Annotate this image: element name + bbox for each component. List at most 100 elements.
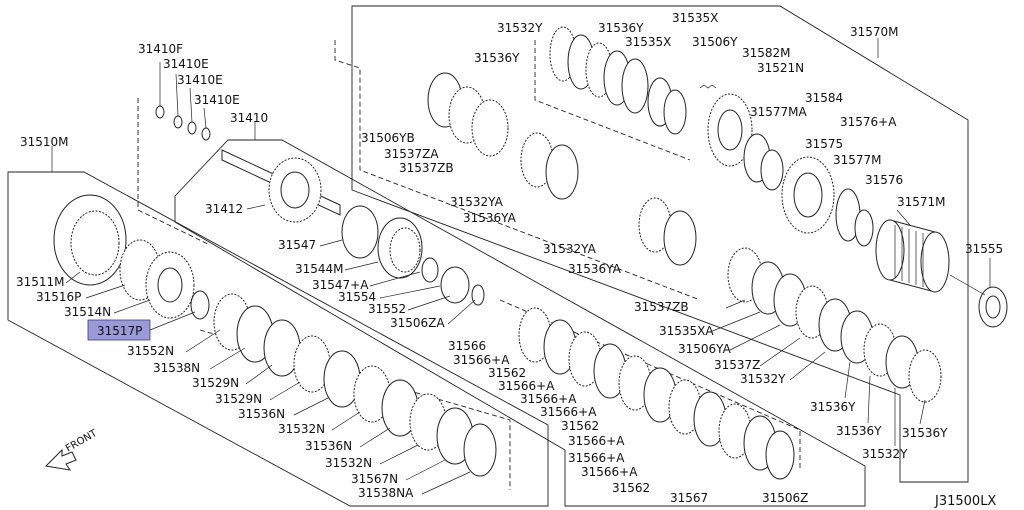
label-31506y: 31506Y <box>692 35 738 49</box>
label-31538n: 31538N <box>153 361 200 375</box>
label-31537z: 31537Z <box>714 358 760 372</box>
label-31566a-c: 31566+A <box>520 392 577 406</box>
diagram-code: J31500LX <box>934 494 996 509</box>
label-31532y-c: 31532Y <box>862 447 908 461</box>
label-31536y-d: 31536Y <box>836 424 882 438</box>
label-31529n-a: 31529N <box>192 376 239 390</box>
dash-31532y-group <box>534 40 691 161</box>
label-31412: 31412 <box>205 202 243 216</box>
label-31584: 31584 <box>805 91 843 105</box>
dash-31566-group <box>499 299 801 470</box>
drum-31511m <box>53 194 127 286</box>
frame-31510m <box>7 171 549 507</box>
label-31536y-b: 31536Y <box>474 51 520 65</box>
spring-31521n <box>699 84 717 89</box>
label-31506ya: 31506YA <box>678 342 732 356</box>
label-31410: 31410 <box>230 111 268 125</box>
label-31535x: 31535X <box>672 11 718 25</box>
label-31532y-a: 31532Y <box>497 21 543 35</box>
label-31532ya-a: 31532YA <box>450 195 504 209</box>
small-parts-31410e <box>155 62 211 141</box>
drum-31544m <box>377 217 423 279</box>
label-31554: 31554 <box>338 290 376 304</box>
label-31506yb: 31506YB <box>361 131 415 145</box>
label-31566a-f: 31566+A <box>568 451 625 465</box>
label-31538na: 31538NA <box>358 486 414 500</box>
label-31567n: 31567N <box>351 472 398 486</box>
dash-31410-group <box>137 98 211 246</box>
label-31506za: 31506ZA <box>390 316 445 330</box>
piston-31584 <box>707 93 753 167</box>
label-31537za: 31537ZA <box>384 147 439 161</box>
label-31514n: 31514N <box>64 305 111 319</box>
label-31552n: 31552N <box>127 344 174 358</box>
shaft-31412 <box>221 149 341 223</box>
plates-31566 <box>518 307 795 480</box>
label-31532n-a: 31532N <box>278 422 325 436</box>
seal-31547 <box>341 205 379 259</box>
label-31517p: 31517P <box>97 324 142 338</box>
label-31555: 31555 <box>965 242 1003 256</box>
label-31566-a: 31566 <box>448 339 486 353</box>
label-31576a-a: 31576+A <box>840 115 897 129</box>
label-31536ya-a: 31536YA <box>463 211 517 225</box>
label-31532ya-b: 31532YA <box>543 242 597 256</box>
clutch-plates-31532y <box>549 26 649 114</box>
front-label: FRONT <box>64 428 100 455</box>
label-31536n-b: 31536N <box>305 439 352 453</box>
label-31536n-a: 31536N <box>238 407 285 421</box>
label-31410e-a: 31410E <box>163 57 209 71</box>
label-31547: 31547 <box>278 238 316 252</box>
label-31510m: 31510M <box>20 135 69 149</box>
label-31537zb-a: 31537ZB <box>399 161 454 175</box>
label-31577m: 31577M <box>833 153 882 167</box>
leader-lines <box>51 38 991 495</box>
label-31536ya-b: 31536YA <box>568 262 622 276</box>
label-31410e-c: 31410E <box>194 93 240 107</box>
frame-31570m <box>351 5 969 483</box>
label-31577ma: 31577MA <box>750 105 808 119</box>
label-31537zb-b: 31537ZB <box>634 300 689 314</box>
label-31576: 31576 <box>865 173 903 187</box>
label-31410f: 31410F <box>138 42 183 56</box>
frame-31410 <box>174 139 866 507</box>
label-31570m: 31570M <box>850 25 899 39</box>
hub-31514n <box>145 251 195 319</box>
ring-31577m <box>835 188 874 247</box>
label-31544m: 31544M <box>295 262 344 276</box>
ring-31577ma <box>743 133 784 191</box>
label-31552: 31552 <box>368 302 406 316</box>
label-31535x-b: 31535X <box>625 35 671 49</box>
label-31529n-b: 31529N <box>215 392 262 406</box>
bearing-31555 <box>978 286 1008 328</box>
label-31536y-c: 31536Y <box>810 400 856 414</box>
drum-31575 <box>781 156 835 234</box>
plates-31552n <box>213 293 497 477</box>
label-31521n: 31521N <box>757 61 804 75</box>
label-31536y-a: 31536Y <box>598 21 644 35</box>
snap-ring-31506y <box>647 77 687 135</box>
label-31566a-b: 31566+A <box>498 379 555 393</box>
label-31582m: 31582M <box>742 46 791 60</box>
label-31562-a: 31562 <box>488 366 526 380</box>
label-31532n-b: 31532N <box>325 456 372 470</box>
label-31575: 31575 <box>805 137 843 151</box>
label-31562-c: 31562 <box>612 481 650 495</box>
label-31535xa: 31535XA <box>659 324 714 338</box>
label-31506z: 31506Z <box>762 491 808 505</box>
label-31410e-b: 31410E <box>177 73 223 87</box>
label-31566a-g: 31566+A <box>581 465 638 479</box>
label-31566a-a: 31566+A <box>453 353 510 367</box>
plates-31532ya <box>520 132 697 266</box>
label-31516p: 31516P <box>36 290 81 304</box>
label-31566a-e: 31566+A <box>568 434 625 448</box>
label-31536y-e: 31536Y <box>902 426 948 440</box>
label-31571m: 31571M <box>897 195 946 209</box>
label-31562-b: 31562 <box>561 419 599 433</box>
label-31547a: 31547+A <box>312 278 369 292</box>
front-arrow-icon <box>44 448 77 471</box>
label-31511m: 31511M <box>16 275 65 289</box>
plates-31537zb <box>727 247 942 403</box>
hub-31571m <box>875 219 950 293</box>
